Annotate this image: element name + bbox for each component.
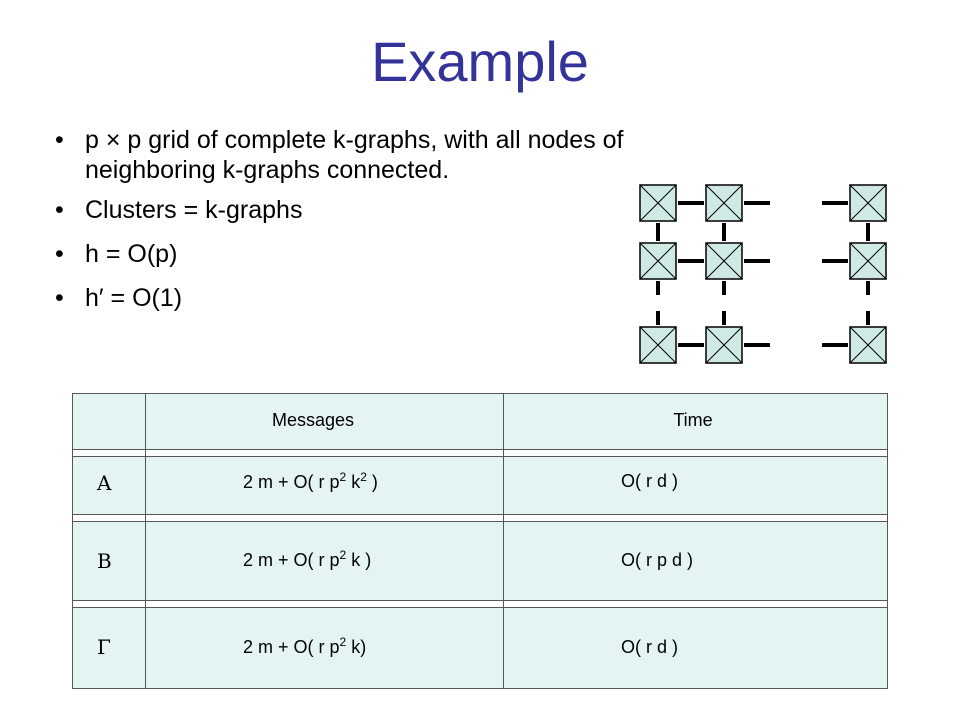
k-graph-diagonal bbox=[849, 184, 887, 222]
bullet-item-h: • h = O(p) bbox=[55, 239, 795, 269]
bullet-marker: • bbox=[55, 126, 64, 154]
bullet-item-grid: • p × p grid of complete k-graphs, with … bbox=[55, 125, 795, 185]
k-graph-diagonal bbox=[639, 242, 677, 280]
k-graph-diagonal bbox=[705, 326, 743, 364]
bullet-text-line1: p × p grid of complete k-graphs, with al… bbox=[85, 126, 624, 154]
messages-cell: 2 m + O( r p2 k2 ) bbox=[243, 470, 378, 492]
k-graph-diagonal bbox=[849, 326, 887, 364]
row-divider bbox=[73, 600, 887, 608]
header-messages: Messages bbox=[271, 410, 355, 430]
bullet-marker: • bbox=[55, 240, 64, 268]
time-cell: O( r d ) bbox=[621, 637, 678, 657]
messages-cell: 2 m + O( r p2 k ) bbox=[243, 548, 372, 570]
bullet-item-h-prime: • h′ = O(1) bbox=[55, 283, 795, 313]
algorithm-symbol-gamma: Γ bbox=[97, 635, 111, 659]
bullet-marker: • bbox=[55, 284, 64, 312]
complexity-table: Messages Time Α 2 m + O( r p2 k2 ) O( r … bbox=[72, 393, 888, 689]
header-time: Time bbox=[673, 410, 713, 430]
bullet-text-line2: neighboring k-graphs connected. bbox=[85, 156, 450, 184]
messages-cell: 2 m + O( r p2 k) bbox=[243, 635, 367, 657]
k-graph-diagonal bbox=[849, 242, 887, 280]
bullet-text: Clusters = k-graphs bbox=[85, 196, 303, 224]
time-cell: O( r p d ) bbox=[621, 550, 694, 570]
k-graph-diagonal bbox=[705, 184, 743, 222]
table-row: Α 2 m + O( r p2 k2 ) O( r d ) bbox=[73, 457, 887, 514]
bullet-text: h = O(p) bbox=[85, 240, 178, 268]
bullet-text: h′ = O(1) bbox=[85, 284, 183, 312]
k-graph-diagonal bbox=[639, 326, 677, 364]
k-graph-grid-diagram bbox=[639, 184, 887, 364]
slide-title: Example bbox=[371, 30, 589, 93]
k-graph-diagonal bbox=[639, 184, 677, 222]
bullet-marker: • bbox=[55, 196, 64, 224]
algorithm-symbol-alpha: Α bbox=[97, 471, 112, 495]
k-graph-diagonal bbox=[705, 242, 743, 280]
table-row: Γ 2 m + O( r p2 k) O( r d ) bbox=[73, 608, 887, 688]
algorithm-symbol-beta: Β bbox=[97, 549, 112, 573]
column-divider bbox=[503, 394, 504, 688]
column-divider bbox=[145, 394, 146, 688]
bullet-item-clusters: • Clusters = k-graphs bbox=[55, 195, 795, 225]
bullet-list: • p × p grid of complete k-graphs, with … bbox=[55, 125, 795, 327]
time-cell: O( r d ) bbox=[621, 471, 678, 491]
table-header-row: Messages Time bbox=[73, 394, 887, 449]
row-divider bbox=[73, 449, 887, 457]
table-row: Β 2 m + O( r p2 k ) O( r p d ) bbox=[73, 522, 887, 600]
row-divider bbox=[73, 514, 887, 522]
